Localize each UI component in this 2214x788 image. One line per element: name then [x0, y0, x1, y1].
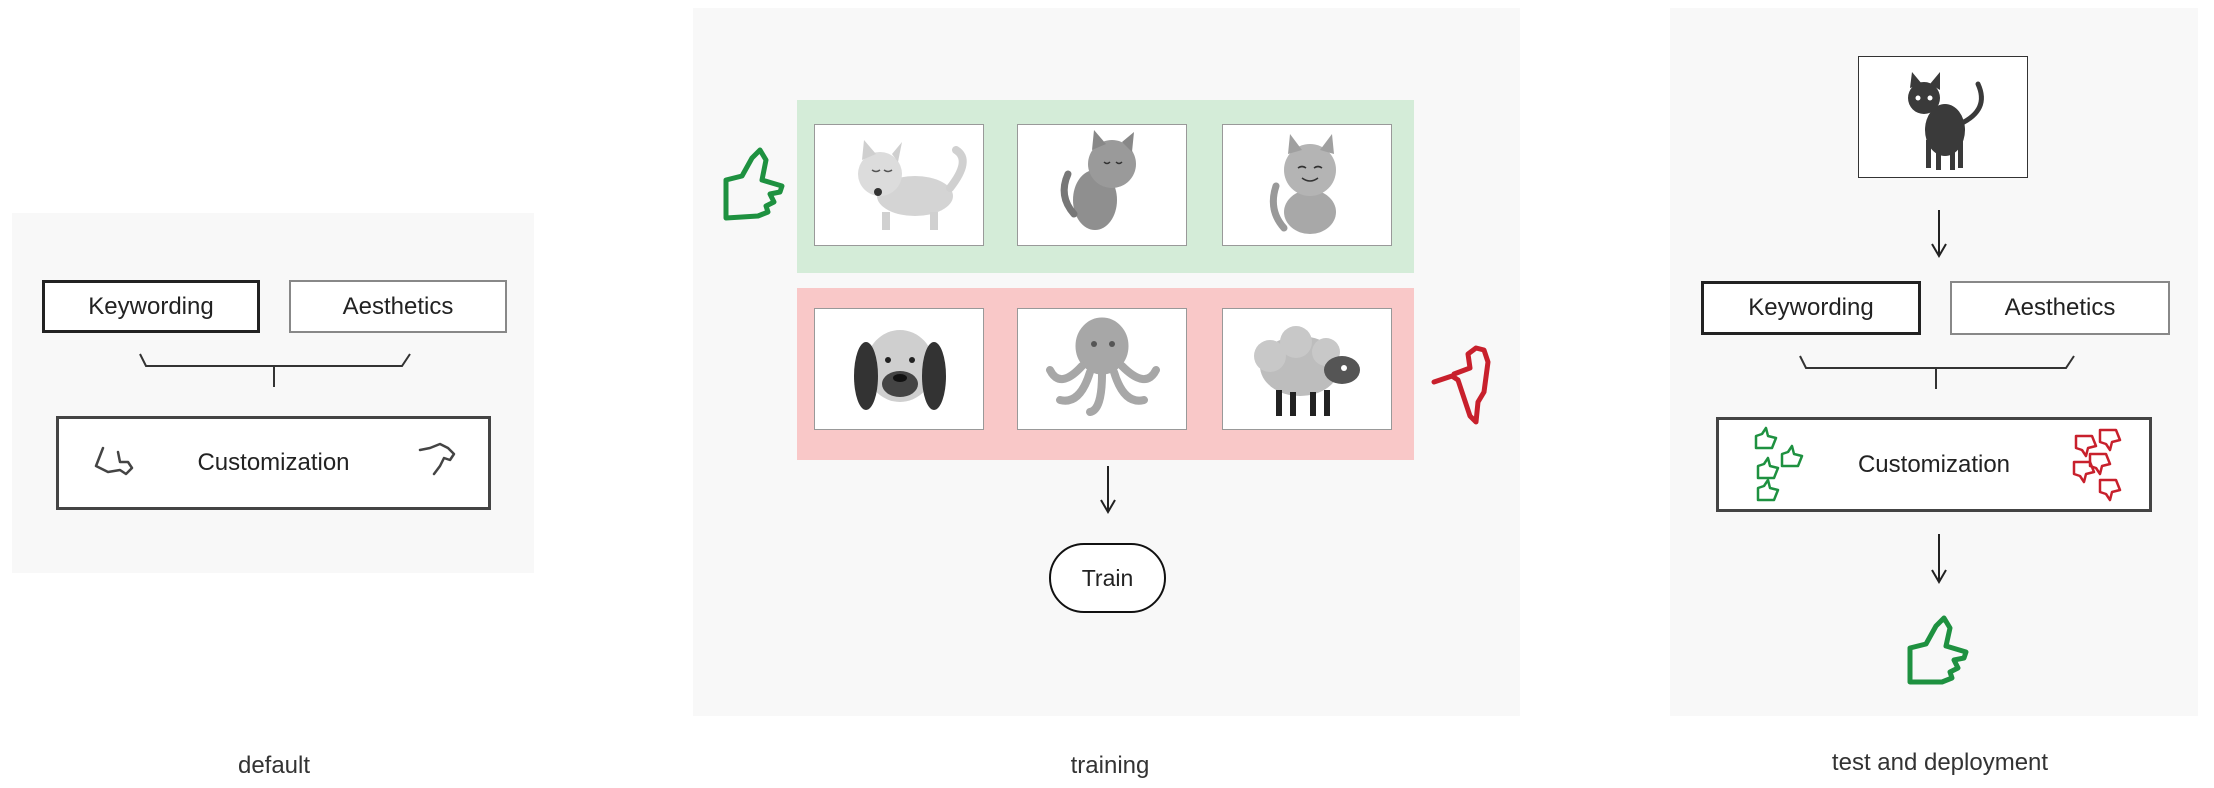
arrow-down-icon [1931, 534, 1947, 584]
aesthetics-box: Aesthetics [289, 280, 507, 333]
keywording-box: Keywording [42, 280, 260, 333]
cat-icon [1269, 134, 1336, 234]
training-caption: training [1070, 752, 1150, 779]
cat-icon [1060, 130, 1136, 230]
arrow-down-icon [1931, 210, 1947, 258]
dog-icon [854, 330, 946, 410]
merge-bracket [139, 353, 411, 387]
cat-icon [858, 140, 967, 230]
thumbs-up-icon [418, 442, 456, 476]
black-cat-icon [1908, 72, 1984, 170]
thumbs-up-icon [723, 147, 785, 221]
keywording-box: Keywording [1701, 281, 1921, 335]
aesthetics-box: Aesthetics [1950, 281, 2170, 335]
thumbs-up-icon [1754, 426, 1804, 502]
thumbs-down-icon [94, 446, 134, 476]
thumbs-down-icon [1431, 345, 1491, 425]
default-panel [12, 213, 534, 573]
customization-box: Customization [1716, 417, 2152, 512]
octopus-icon [1046, 317, 1160, 416]
sheep-icon [1254, 326, 1360, 416]
thumbs-down-icon [2072, 428, 2122, 502]
test-caption: test and deployment [1831, 749, 2049, 776]
arrow-down-icon [1100, 466, 1116, 514]
train-node: Train [1049, 543, 1166, 613]
thumbs-up-icon [1907, 615, 1969, 685]
merge-bracket [1799, 355, 2075, 389]
default-caption: default [237, 752, 311, 779]
